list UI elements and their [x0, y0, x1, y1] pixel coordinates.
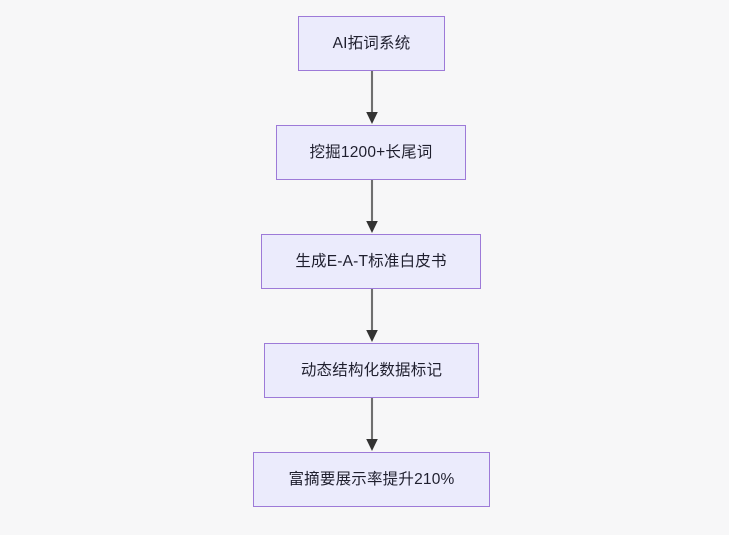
- connector-n4-n5: [357, 398, 387, 452]
- connector-n3-n4: [357, 289, 387, 343]
- flow-node-dynamic-structured-data-markup[interactable]: 动态结构化数据标记: [264, 343, 479, 398]
- flow-node-label: AI拓词系统: [332, 34, 411, 52]
- connector-n1-n2: [357, 71, 387, 125]
- connector-n2-n3: [357, 180, 387, 234]
- flow-node-mine-longtail-keywords[interactable]: 挖掘1200+长尾词: [276, 125, 466, 180]
- flow-node-label: 富摘要展示率提升210%: [288, 470, 455, 488]
- flow-node-label: 挖掘1200+长尾词: [309, 143, 433, 161]
- flow-node-label: 生成E-A-T标准白皮书: [295, 252, 447, 270]
- flow-node-label: 动态结构化数据标记: [300, 361, 443, 379]
- flow-node-generate-eat-whitepaper[interactable]: 生成E-A-T标准白皮书: [261, 234, 481, 289]
- flow-node-rich-snippet-impression-lift[interactable]: 富摘要展示率提升210%: [253, 452, 490, 507]
- flow-node-ai-keyword-system[interactable]: AI拓词系统: [298, 16, 445, 71]
